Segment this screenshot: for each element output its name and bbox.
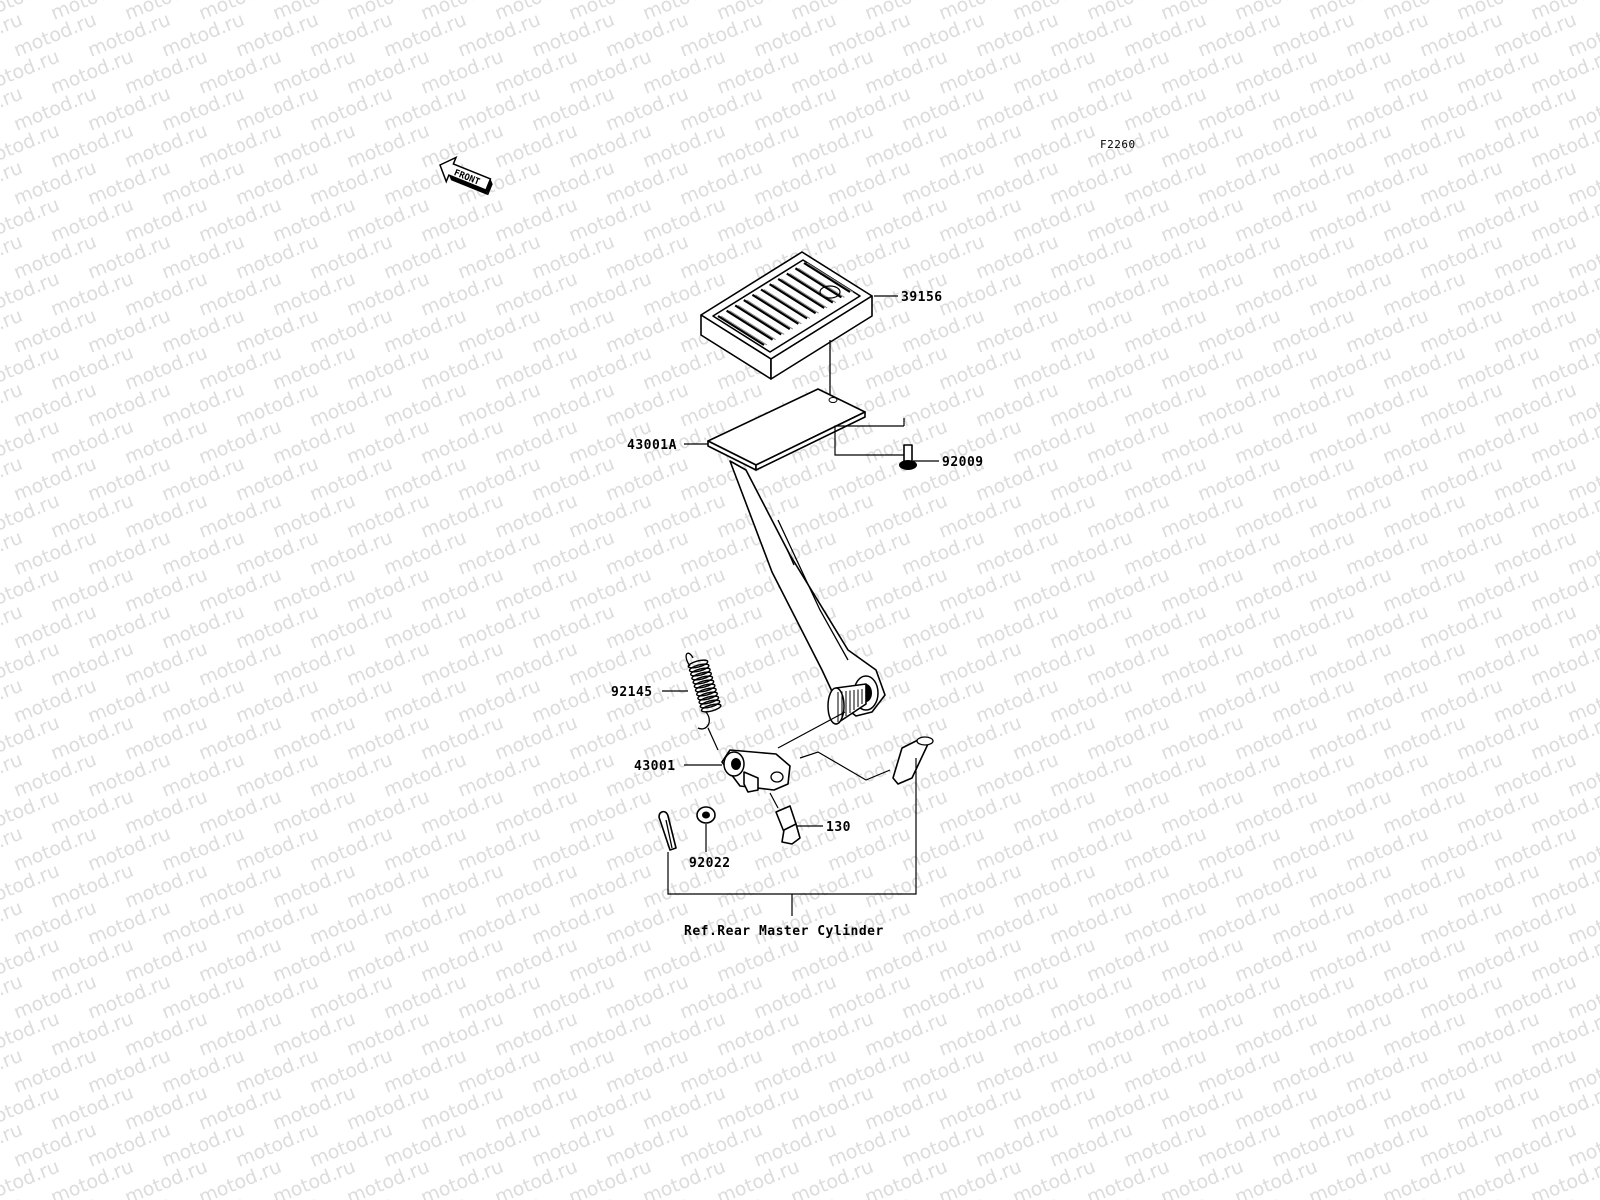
pad-rib [743,299,791,331]
pad-rib-shade [763,289,811,319]
pad-rib-shade [746,299,794,330]
spring-coil [688,663,710,673]
spring-coil [698,695,720,705]
pad-rib [734,304,782,336]
spring-to-arm-line [707,727,719,751]
reference-note: Ref.Rear Master Cylinder [684,924,884,939]
pad-rib-shade [772,283,819,314]
pad-rib [751,293,799,325]
arm-bolt [769,792,801,845]
pad-screw [834,418,917,470]
return-spring [685,652,722,730]
part-number-43001: 43001 [634,759,676,774]
spring-coil [696,687,717,697]
pad-rib [794,267,842,299]
pad-rib [769,283,817,315]
brake-pedal-pad [700,251,873,380]
spring-coil [691,671,712,681]
pad-rib [726,309,774,341]
spring-coil [693,679,715,689]
pad-rib [717,315,765,346]
part-number-39156: 39156 [901,290,943,305]
pad-rib-shade [755,294,802,325]
pad-rib-shade [737,304,785,335]
pad-rib-shade [780,278,828,309]
spring-coil [697,691,718,701]
spring-coil [690,667,711,677]
pad-rib-shade [720,315,768,346]
part-number-130: 130 [826,820,851,835]
pad-rib-shade [729,310,776,341]
spring-coil [699,699,721,709]
pad-rib [803,262,851,293]
pad-rib-shade [806,262,854,293]
figure-code: F2260 [1100,138,1136,151]
pad-rib [760,288,808,320]
shaft-splines [837,689,863,722]
spring-coil [687,659,709,669]
cotter-pin [658,810,677,851]
part-number-92022: 92022 [689,856,731,871]
watermark-text: motod.ru [0,1193,26,1200]
spring-coils [687,659,722,713]
clevis-pin [799,736,934,785]
spring-coil [692,675,714,685]
part-number-43001a: 43001A [627,438,677,453]
pad-rib-shade [798,267,845,298]
brake-lever-arm [721,749,791,793]
part-number-92009: 92009 [942,455,984,470]
pad-rib [777,277,825,309]
spring-coil [694,683,716,693]
part-number-92145: 92145 [611,685,653,700]
washer [696,806,716,824]
shaft-to-arm-line [777,711,846,749]
spring-coil [700,703,722,713]
front-arrow-icon: FRONT [439,155,493,196]
